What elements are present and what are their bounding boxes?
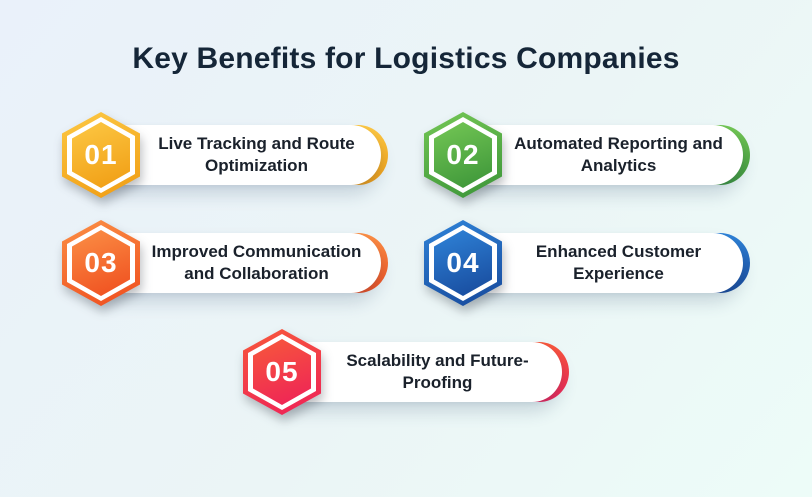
benefit-label: Enhanced Customer Experience (535, 241, 702, 283)
benefit-number: 04 (446, 247, 480, 278)
benefit-label: Automated Reporting and Analytics (514, 133, 723, 175)
benefit-item-05: Scalability and Future-Proofing 05 (243, 329, 569, 415)
benefit-pill: Enhanced Customer Experience (448, 233, 743, 293)
benefit-number-badge: 04 (424, 220, 502, 306)
benefits-row-3: Scalability and Future-Proofing 05 (0, 329, 812, 415)
benefit-item-04: Enhanced Customer Experience 04 (424, 220, 750, 306)
benefit-number: 03 (84, 247, 118, 278)
benefit-item-01: Live Tracking and Route Optimization 01 (62, 112, 388, 198)
benefit-label: Live Tracking and Route Optimization (158, 133, 355, 175)
benefits-row-2: Improved Communication and Collaboration… (0, 220, 812, 306)
page-title: Key Benefits for Logistics Companies (132, 42, 680, 75)
benefit-number: 01 (84, 139, 118, 170)
benefit-number-badge: 01 (62, 112, 140, 198)
benefit-item-02: Automated Reporting and Analytics 02 (424, 112, 750, 198)
benefit-number: 05 (265, 356, 299, 387)
benefit-item-03: Improved Communication and Collaboration… (62, 220, 388, 306)
benefit-number: 02 (446, 139, 480, 170)
benefit-number-badge: 02 (424, 112, 502, 198)
infographic-canvas: Key Benefits for Logistics Companies Liv… (0, 41, 812, 497)
benefit-label: Improved Communication and Collaboration (151, 241, 362, 283)
benefit-number-badge: 05 (243, 329, 321, 415)
benefit-number-badge: 03 (62, 220, 140, 306)
benefit-label: Scalability and Future-Proofing (346, 350, 529, 392)
benefits-row-1: Live Tracking and Route Optimization 01 … (0, 112, 812, 198)
